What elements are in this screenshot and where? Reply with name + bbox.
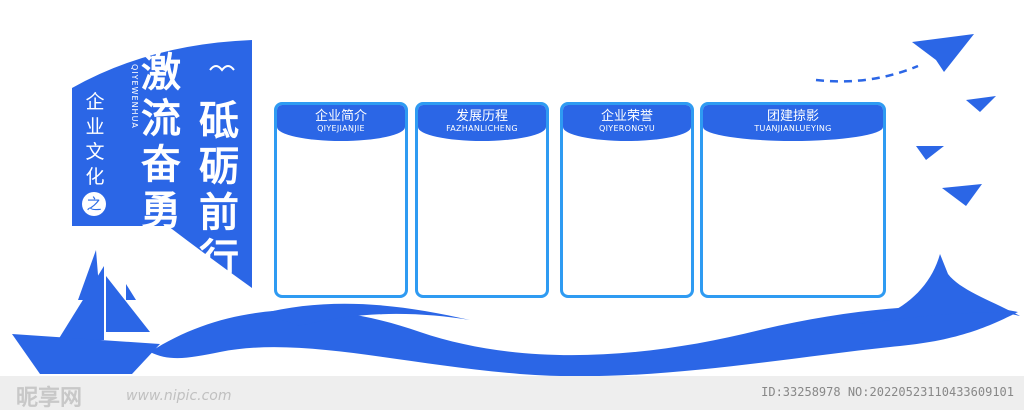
flight-dash bbox=[815, 64, 919, 83]
culture-circle-char: 之 bbox=[82, 192, 106, 216]
wave-upper bbox=[260, 303, 470, 326]
panel-team-building: 团建掠影 TUANJIANLUEYING bbox=[700, 102, 886, 298]
slogan-char: 奋 bbox=[141, 141, 181, 188]
culture-title: 企 业 文 化 之 bbox=[82, 90, 108, 216]
paper-plane-icon bbox=[912, 34, 996, 206]
panel-header: 团建掠影 TUANJIANLUEYING bbox=[703, 105, 883, 141]
slogan-char: 砥 bbox=[199, 97, 239, 144]
panel-title: 发展历程 bbox=[455, 109, 508, 124]
slogan-line-2: 砥 砺 前 行 bbox=[196, 98, 242, 282]
watermark-url: www.nipic.com bbox=[126, 388, 232, 404]
slogan-char: 激 bbox=[141, 49, 181, 96]
panel-subtitle: FAZHANLICHENG bbox=[446, 124, 518, 133]
panel-subtitle: QIYEJIANJIE bbox=[317, 124, 365, 133]
panel-title: 企业简介 bbox=[314, 109, 367, 124]
wave-lower bbox=[150, 306, 1018, 377]
image-id: ID:33258978 NO:20220523110433609101 bbox=[761, 385, 1014, 399]
culture-char: 文 bbox=[85, 141, 105, 163]
banner-shape bbox=[72, 40, 252, 288]
slogan-char: 砺 bbox=[199, 143, 239, 190]
panel-subtitle: TUANJIANLUEYING bbox=[754, 124, 832, 133]
panel-header: 发展历程 FAZHANLICHENG bbox=[418, 105, 546, 141]
panel-title: 企业荣誉 bbox=[600, 109, 653, 124]
panel-honors: 企业荣誉 QIYERONGYU bbox=[560, 102, 694, 298]
slogan-char: 前 bbox=[199, 189, 239, 236]
culture-pinyin: QIYEWENHUA bbox=[130, 64, 139, 129]
slogan-char: 行 bbox=[199, 235, 239, 282]
slogan-char: 勇 bbox=[141, 187, 181, 234]
panel-company-intro: 企业简介 QIYEJIANJIE bbox=[274, 102, 408, 298]
culture-char: 企 bbox=[85, 91, 105, 113]
sailboat-icon bbox=[12, 250, 160, 374]
panel-header: 企业简介 QIYEJIANJIE bbox=[277, 105, 405, 141]
culture-char: 化 bbox=[85, 166, 105, 188]
watermark-bar: 昵享网 www.nipic.com ID:33258978 NO:2022052… bbox=[0, 376, 1024, 411]
bird-icon bbox=[209, 65, 235, 72]
panel-history: 发展历程 FAZHANLICHENG bbox=[415, 102, 549, 298]
panel-subtitle: QIYERONGYU bbox=[599, 124, 655, 133]
panel-header: 企业荣誉 QIYERONGYU bbox=[563, 105, 691, 141]
watermark-brand: 昵享网 bbox=[16, 385, 83, 411]
wave-crest bbox=[860, 254, 1020, 324]
slogan-line-1: 激 流 奋 勇 bbox=[138, 50, 184, 234]
culture-char: 业 bbox=[85, 116, 105, 138]
slogan-char: 流 bbox=[141, 95, 181, 142]
panel-title: 团建掠影 bbox=[766, 109, 819, 124]
